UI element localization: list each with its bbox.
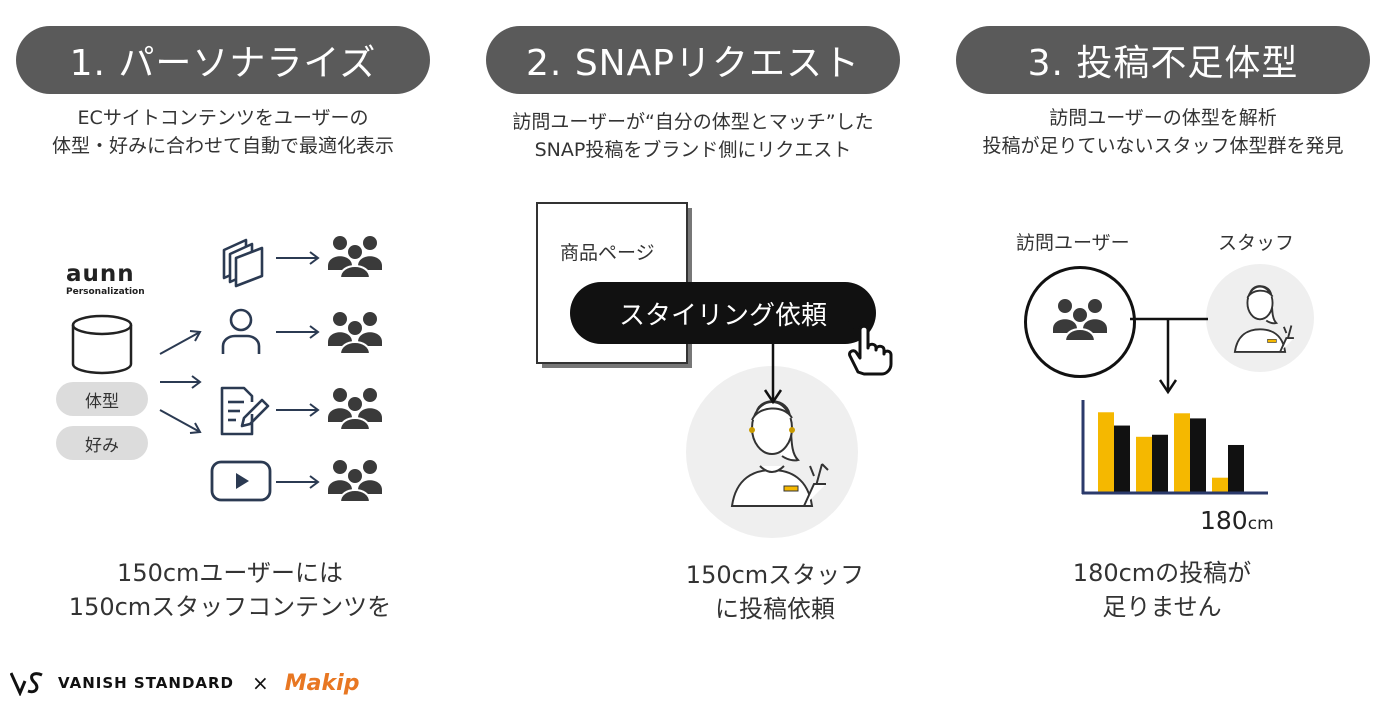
staff-label: スタッフ xyxy=(1218,232,1295,254)
chart-bar-1-2 xyxy=(1114,425,1130,492)
user-group-icon xyxy=(328,388,382,431)
panel2-caption-line2: に投稿依頼 xyxy=(715,595,835,623)
panel2-caption: 150cmスタッフ に投稿依頼 xyxy=(642,558,908,626)
chart-annotation: 180cm xyxy=(1200,506,1274,535)
panel2-title-pill: 2. SNAPリクエスト xyxy=(486,26,900,94)
hand-cursor-icon xyxy=(842,314,893,376)
footer-separator: × xyxy=(252,671,269,695)
chart-annotation-unit: cm xyxy=(1247,514,1274,534)
panel3-title: 3. 投稿不足体型 xyxy=(1027,43,1299,84)
staff-avatar-large xyxy=(686,366,858,538)
panel1-title-pill: 1. パーソナライズ xyxy=(16,26,430,94)
visitor-avatar xyxy=(1024,266,1136,378)
footer-logos: VANISH STANDARD × Makip xyxy=(10,668,359,698)
chart-bar-2-1 xyxy=(1136,436,1152,492)
panel1-caption-line2: 150cmスタッフコンテンツを xyxy=(68,593,392,621)
video-play-icon xyxy=(210,460,272,502)
panel3-caption-line1: 180cmの投稿が xyxy=(1072,559,1252,587)
chart-bar-3-2 xyxy=(1190,418,1206,492)
chart-bar-1-1 xyxy=(1098,412,1114,492)
fan-out-arrows xyxy=(159,330,202,434)
chart-bar-3-1 xyxy=(1174,413,1190,492)
user-group-icon xyxy=(328,312,382,355)
tag-body-type: 体型 xyxy=(56,382,148,416)
user-group-icon xyxy=(1053,299,1107,342)
panel3-description: 訪問ユーザーの体型を解析 投稿が足りていないスタッフ体型群を発見 xyxy=(944,104,1382,160)
person-icon xyxy=(221,308,261,354)
chart-bar-4-2 xyxy=(1228,444,1244,492)
down-arrow xyxy=(763,342,783,405)
aunn-logo-sub: Personalization xyxy=(66,287,145,297)
styling-request-button[interactable]: スタイリング依頼 xyxy=(570,282,876,344)
staff-avatar-small xyxy=(1206,264,1314,372)
panel3-caption: 180cmの投稿が 足りません xyxy=(1030,556,1294,624)
edit-document-icon xyxy=(220,386,270,436)
styling-request-label: スタイリング依頼 xyxy=(618,300,827,331)
panel1-desc-line1: ECサイトコンテンツをユーザーの xyxy=(77,107,369,129)
panel2-title: 2. SNAPリクエスト xyxy=(526,43,860,84)
aunn-logo: aunn Personalization xyxy=(66,263,146,299)
panel3-desc-line1: 訪問ユーザーの体型を解析 xyxy=(1049,107,1277,129)
panel1-caption: 150cmユーザーには 150cmスタッフコンテンツを xyxy=(20,556,440,624)
panel3-desc-line2: 投稿が足りていないスタッフ体型群を発見 xyxy=(982,135,1344,157)
aunn-logo-name: aunn xyxy=(66,261,135,287)
vanish-standard-logo-icon xyxy=(10,672,43,696)
tag-preference: 好み xyxy=(56,426,148,460)
chart-bar-4-1 xyxy=(1212,477,1228,492)
product-page-label: 商品ページ xyxy=(560,242,655,264)
makip-logo: Makip xyxy=(284,670,360,696)
user-group-icon xyxy=(328,460,382,503)
panel3-title-pill: 3. 投稿不足体型 xyxy=(956,26,1370,94)
panel1-title: 1. パーソナライズ xyxy=(69,43,377,84)
panel2-caption-line1: 150cmスタッフ xyxy=(685,561,865,589)
panel1-desc-line2: 体型・好みに合わせて自動で最適化表示 xyxy=(51,135,394,157)
chart-bar-2-2 xyxy=(1152,434,1168,492)
row-arrows xyxy=(276,251,320,489)
database-icon xyxy=(71,314,133,375)
panel2-desc-line2: SNAP投稿をブランド側にリクエスト xyxy=(534,139,852,161)
panel1-caption-line1: 150cmユーザーには xyxy=(117,559,343,587)
panel2-desc-line1: 訪問ユーザーが“自分の体型とマッチ”した xyxy=(512,111,874,133)
panel3-caption-line2: 足りません xyxy=(1102,593,1222,621)
chart-annotation-value: 180 xyxy=(1200,506,1248,535)
connector-lines xyxy=(1130,317,1208,395)
user-group-icon xyxy=(328,236,382,279)
staff-woman-icon xyxy=(1233,285,1294,353)
document-stack-icon xyxy=(222,238,264,288)
panel1-description: ECサイトコンテンツをユーザーの 体型・好みに合わせて自動で最適化表示 xyxy=(10,104,436,160)
vanish-standard-name: VANISH STANDARD xyxy=(58,674,235,692)
staff-woman-icon xyxy=(730,400,829,507)
panel2-description: 訪問ユーザーが“自分の体型とマッチ”した SNAP投稿をブランド側にリクエスト xyxy=(474,108,912,164)
body-type-bar-chart xyxy=(1081,400,1268,495)
visitor-label: 訪問ユーザー xyxy=(1016,232,1130,254)
